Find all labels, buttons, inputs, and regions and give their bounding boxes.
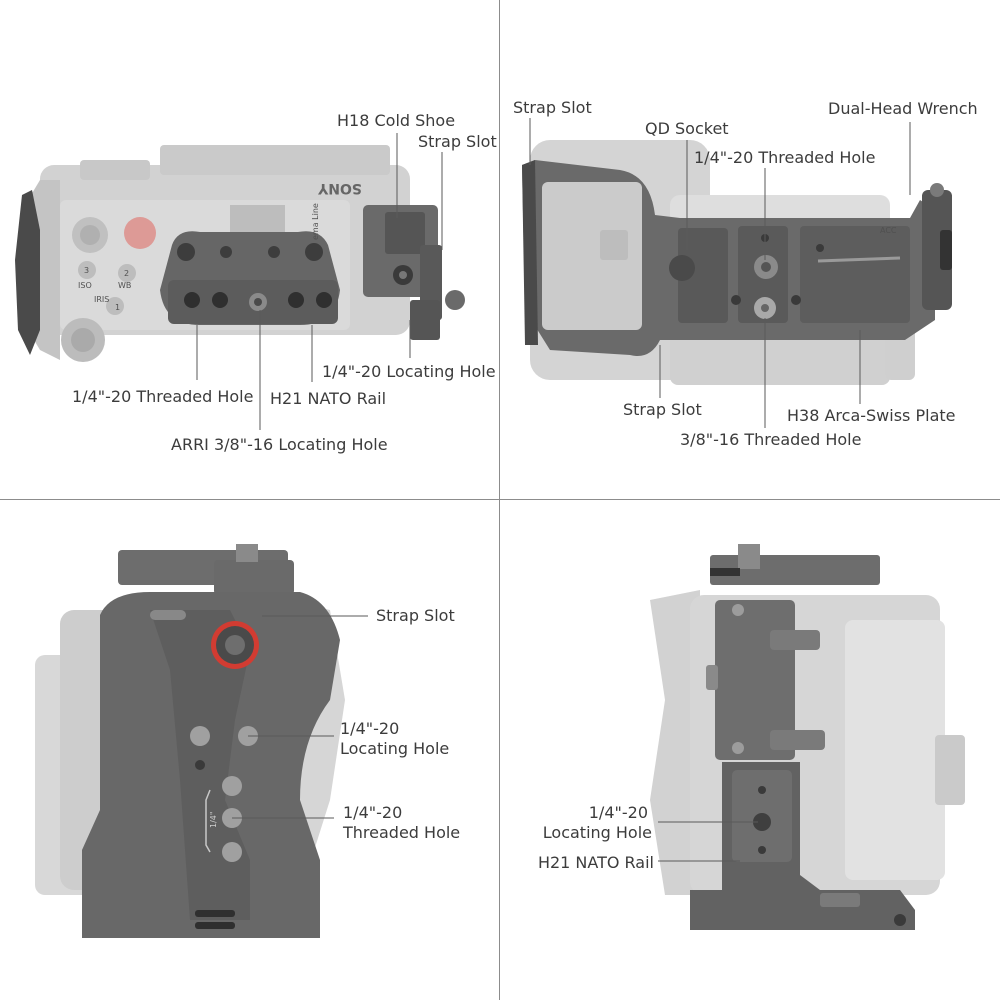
bottom-right-leader-lines xyxy=(658,821,758,862)
camera-iris-print: IRIS xyxy=(94,295,109,304)
cage-size-print: 1/4" xyxy=(209,811,218,828)
top-view-illustration: SONY ema Line WB ISO IRIS 1 2 3 xyxy=(15,133,465,430)
camera-btn2-print: 2 xyxy=(124,269,129,278)
camera-iso-print: ISO xyxy=(78,281,92,290)
label-threaded-hole-38: 3/8"-16 Threaded Hole xyxy=(680,430,862,449)
acc-print: ACC xyxy=(880,226,897,235)
label-threaded-hole: 1/4"-20 Threaded Hole xyxy=(694,148,876,167)
label-strap-slot-top: Strap Slot xyxy=(513,98,592,117)
camera-btn3-print: 3 xyxy=(84,266,89,275)
label-locating-hole-line2: Locating Hole xyxy=(340,739,450,758)
label-h21-nato-rail: H21 NATO Rail xyxy=(537,853,654,872)
panel-top-view: SONY ema Line WB ISO IRIS 1 2 3 H18 Cold… xyxy=(0,0,500,500)
camera-btn1-print: 1 xyxy=(115,303,120,312)
label-threaded-hole: 1/4"-20 Threaded Hole xyxy=(72,387,254,406)
left-side-illustration xyxy=(650,544,965,930)
panel-bottom-view: ACC Strap Slot QD Socket 1/4"-20 Threade… xyxy=(500,0,1000,500)
top-right-leader-lines xyxy=(529,118,911,428)
top-left-leader-lines xyxy=(196,133,443,430)
label-h21-nato-rail: H21 NATO Rail xyxy=(270,389,387,408)
bottom-view-illustration: ACC xyxy=(522,118,952,428)
panel-right-side-view: 1/4" Strap Slot 1/4"-20 Locating Hole 1/… xyxy=(0,500,500,1000)
label-locating-hole-line1: 1/4"-20 xyxy=(588,803,648,822)
label-arri-locating-hole: ARRI 3/8"-16 Locating Hole xyxy=(171,435,388,454)
camera-line-print: ema Line xyxy=(311,203,320,240)
label-locating-hole-line2: Locating Hole xyxy=(542,823,652,842)
label-threaded-hole-line1: 1/4"-20 xyxy=(343,803,403,822)
label-strap-slot: Strap Slot xyxy=(418,132,497,151)
label-strap-slot: Strap Slot xyxy=(376,606,455,625)
right-side-illustration: 1/4" xyxy=(35,544,368,938)
camera-wb-print: WB xyxy=(118,281,131,290)
label-dual-head-wrench: Dual-Head Wrench xyxy=(828,99,978,118)
vertical-divider xyxy=(499,0,500,1000)
bottom-left-leader-lines xyxy=(232,615,368,819)
camera-brand-print: SONY xyxy=(317,180,362,196)
panel-left-side-view: 1/4"-20 Locating Hole H21 NATO Rail xyxy=(500,500,1000,1000)
label-h18-cold-shoe: H18 Cold Shoe xyxy=(337,111,456,130)
label-qd-socket: QD Socket xyxy=(645,119,729,138)
label-threaded-hole-line2: Threaded Hole xyxy=(343,823,461,842)
label-locating-hole-line1: 1/4"-20 xyxy=(340,719,400,738)
label-strap-slot-bottom: Strap Slot xyxy=(623,400,702,419)
label-arca-swiss-plate: H38 Arca-Swiss Plate xyxy=(787,406,956,425)
label-locating-hole: 1/4"-20 Locating Hole xyxy=(322,362,496,381)
horizontal-divider xyxy=(0,499,1000,500)
